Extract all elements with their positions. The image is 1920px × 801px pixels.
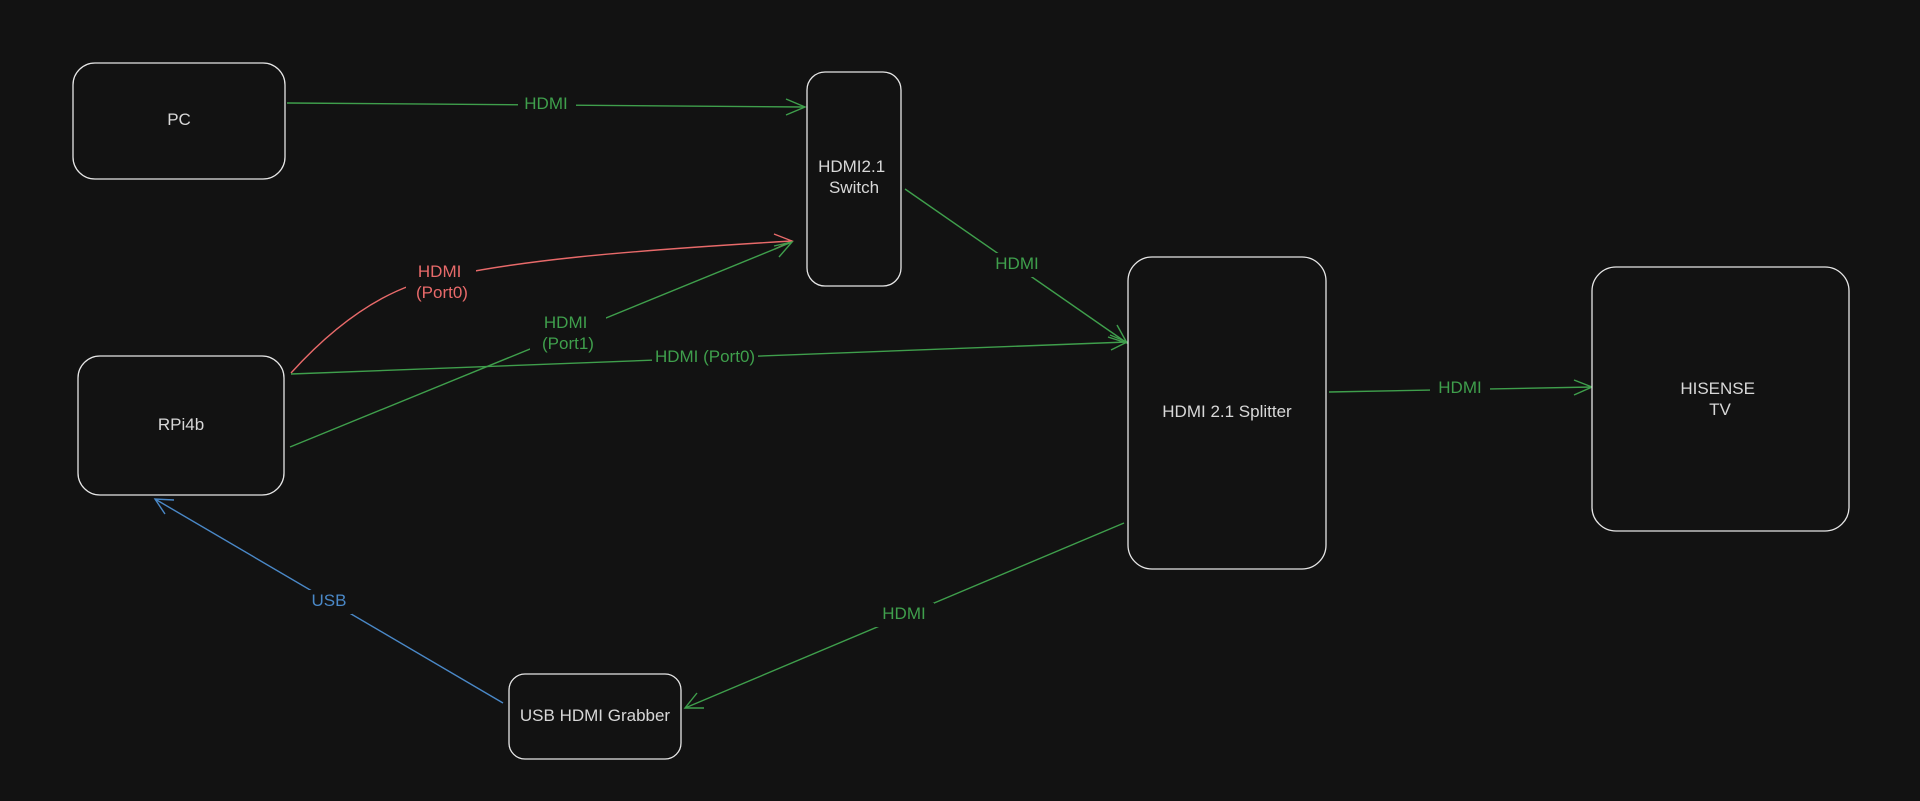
label-background <box>1430 377 1490 401</box>
node-box <box>806 71 902 287</box>
edge-label: HDMI (Port0) <box>416 262 468 302</box>
node-label-line: TV <box>1709 400 1731 419</box>
arrowhead-icon <box>785 98 807 116</box>
label-background <box>518 93 576 117</box>
node-pc[interactable]: PC <box>72 62 286 180</box>
edge-switch-splitter: HDMI <box>904 188 1129 345</box>
edge-label: HDMI <box>995 254 1038 273</box>
node-hdmi-switch[interactable]: HDMI2.1 Switch <box>806 71 902 287</box>
label-background <box>652 346 758 370</box>
node-hisense-tv[interactable]: HISENSE TV <box>1591 266 1850 532</box>
node-box <box>1591 266 1850 532</box>
edge-label-line: HDMI <box>524 94 567 113</box>
edge-label-line: HDMI (Port0) <box>655 347 755 366</box>
edge-label-line: (Port1) <box>542 334 594 353</box>
label-background <box>306 590 352 614</box>
node-label: RPi4b <box>158 415 204 434</box>
edge-splitter-grabber: HDMI <box>683 522 1125 709</box>
edge-rpi-splitter: HDMI (Port0) <box>290 334 1129 375</box>
edge-pc-switch: HDMI <box>286 93 807 117</box>
label-background <box>874 603 934 627</box>
node-label-line: HDMI 2.1 Splitter <box>1162 402 1292 421</box>
arrowhead-icon <box>773 240 794 258</box>
node-label-line: RPi4b <box>158 415 204 434</box>
node-label: HDMI2.1 Switch <box>818 157 890 197</box>
node-label-line: USB HDMI Grabber <box>520 706 671 725</box>
edge-label-line: (Port0) <box>416 283 468 302</box>
node-label-line: PC <box>167 110 191 129</box>
edge-label-line: HDMI <box>882 604 925 623</box>
node-box <box>1127 256 1327 570</box>
edge-label: HDMI <box>882 604 925 623</box>
label-background <box>530 312 606 358</box>
edge-grabber-rpi: USB <box>153 498 504 704</box>
node-usb-hdmi-grabber[interactable]: USB HDMI Grabber <box>508 673 682 760</box>
node-label-line: HISENSE <box>1680 379 1755 398</box>
edge-rpi-switch-port0: HDMI (Port0) <box>290 233 794 374</box>
node-hdmi-splitter[interactable]: HDMI 2.1 Splitter <box>1127 256 1327 570</box>
edge-splitter-tv: HDMI <box>1328 377 1594 401</box>
arrowhead-icon <box>683 692 704 709</box>
node-label: HISENSE TV <box>1680 379 1759 419</box>
edge-label-line: HDMI <box>544 313 587 332</box>
node-box <box>77 355 285 496</box>
edge-label: HDMI (Port0) <box>655 347 755 366</box>
edge-label: HDMI <box>524 94 567 113</box>
arrowhead-icon <box>153 498 175 515</box>
edge-label-line: HDMI <box>418 262 461 281</box>
node-box <box>508 673 682 760</box>
arrowhead-icon <box>1107 324 1129 345</box>
edge-label-line: HDMI <box>995 254 1038 273</box>
node-box <box>72 62 286 180</box>
node-label-line: HDMI2.1 <box>818 157 885 176</box>
node-label-line: Switch <box>829 178 879 197</box>
node-label: USB HDMI Grabber <box>520 706 671 725</box>
edge-label-line: USB <box>312 591 347 610</box>
label-background <box>990 253 1046 277</box>
edge-label: HDMI <box>1438 378 1481 397</box>
node-label: PC <box>167 110 191 129</box>
edge-rpi-switch-port1: HDMI (Port1) <box>289 240 794 448</box>
arrowhead-icon <box>1109 334 1129 351</box>
node-label: HDMI 2.1 Splitter <box>1162 402 1292 421</box>
edge-label-line: HDMI <box>1438 378 1481 397</box>
label-background <box>406 260 476 306</box>
node-rpi4b[interactable]: RPi4b <box>77 355 285 496</box>
edge-label: HDMI (Port1) <box>542 313 594 353</box>
edge-label: USB <box>312 591 347 610</box>
